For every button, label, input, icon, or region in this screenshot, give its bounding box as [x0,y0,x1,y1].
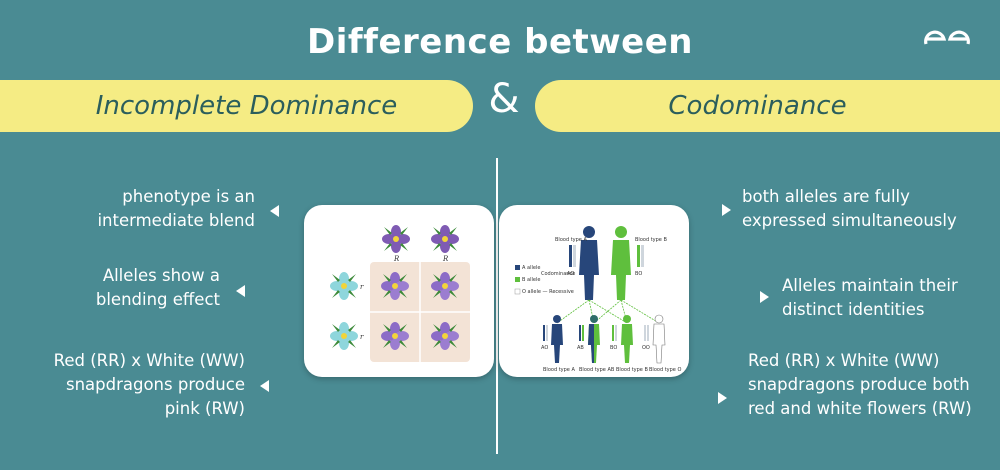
ampersand: & [488,76,520,122]
incomplete-dominance-heading: Incomplete Dominance [95,91,398,121]
side-flower-2 [330,322,358,350]
legend-a: A allele [522,265,540,271]
pointer-left-1-icon [270,205,279,217]
pointer-left-2-icon [236,285,245,297]
left-point-1: phenotype is an intermediate blend [97,187,255,230]
parent-a-figure [579,226,599,300]
punnett-square-diagram: R R r r [330,225,470,362]
right-point-3: Red (RR) x White (WW) snapdragons produc… [748,351,972,418]
offspring-flower-2 [431,272,459,300]
incomplete-dominance-banner: Incomplete Dominance [0,80,473,132]
side-flower-1 [330,272,358,300]
child-label-1: Blood type A [543,367,575,373]
top-label-2: R [442,255,449,263]
right-point-2: Alleles maintain their distinct identiti… [782,276,958,319]
child-allele-1: AO [541,345,548,351]
codominance-heading: Codominance [668,91,847,121]
side-label-2: r [360,333,364,341]
parent-b-label: Blood type B [635,237,667,243]
offspring-flower-3 [381,322,409,350]
parent-b-figure [611,226,631,300]
blood-type-diagram: Blood type A Blood type B AO BO A allele… [514,226,681,373]
gfg-logo-icon [924,30,970,45]
right-point-1: both alleles are fully expressed simulta… [742,187,957,230]
offspring-flower-4 [431,322,459,350]
child-allele-4: OO [642,345,650,351]
top-label-1: R [393,255,400,263]
child-label-3: Blood type B [616,367,648,373]
legend-b: B allele [522,277,540,283]
pointer-right-2-icon [760,291,769,303]
pointer-right-1-icon [722,204,731,216]
pointer-right-3-icon [718,392,727,404]
left-point-3: Red (RR) x White (WW) snapdragons produc… [53,351,245,418]
parent-b-allele: BO [635,271,642,277]
parent-a-label: Blood type A [555,237,587,243]
parent-a-allele: AO [567,271,574,277]
child-allele-2: AB [577,345,584,351]
offspring-flower-1 [381,272,409,300]
side-label-1: r [360,283,364,291]
codominance-label: Codominance [541,271,575,277]
child-label-2: Blood type AB [579,367,615,373]
center-divider [496,158,498,454]
punnett-square-card: R R r r [304,205,494,377]
blood-type-card: Blood type A Blood type B AO BO A allele… [499,205,689,377]
parent-flower-1 [382,225,410,253]
parent-flower-2 [431,225,459,253]
pointer-left-3-icon [260,380,269,392]
child-allele-3: BO [610,345,617,351]
child-figures [551,314,666,364]
child-label-4: Blood type O [649,367,681,373]
header-band [0,0,1000,78]
codominance-banner: Codominance [535,80,1000,132]
legend-o: O allele — Recessive [522,289,574,295]
left-point-2: Alleles show a blending effect [95,266,220,309]
page-title: Difference between [307,22,693,62]
